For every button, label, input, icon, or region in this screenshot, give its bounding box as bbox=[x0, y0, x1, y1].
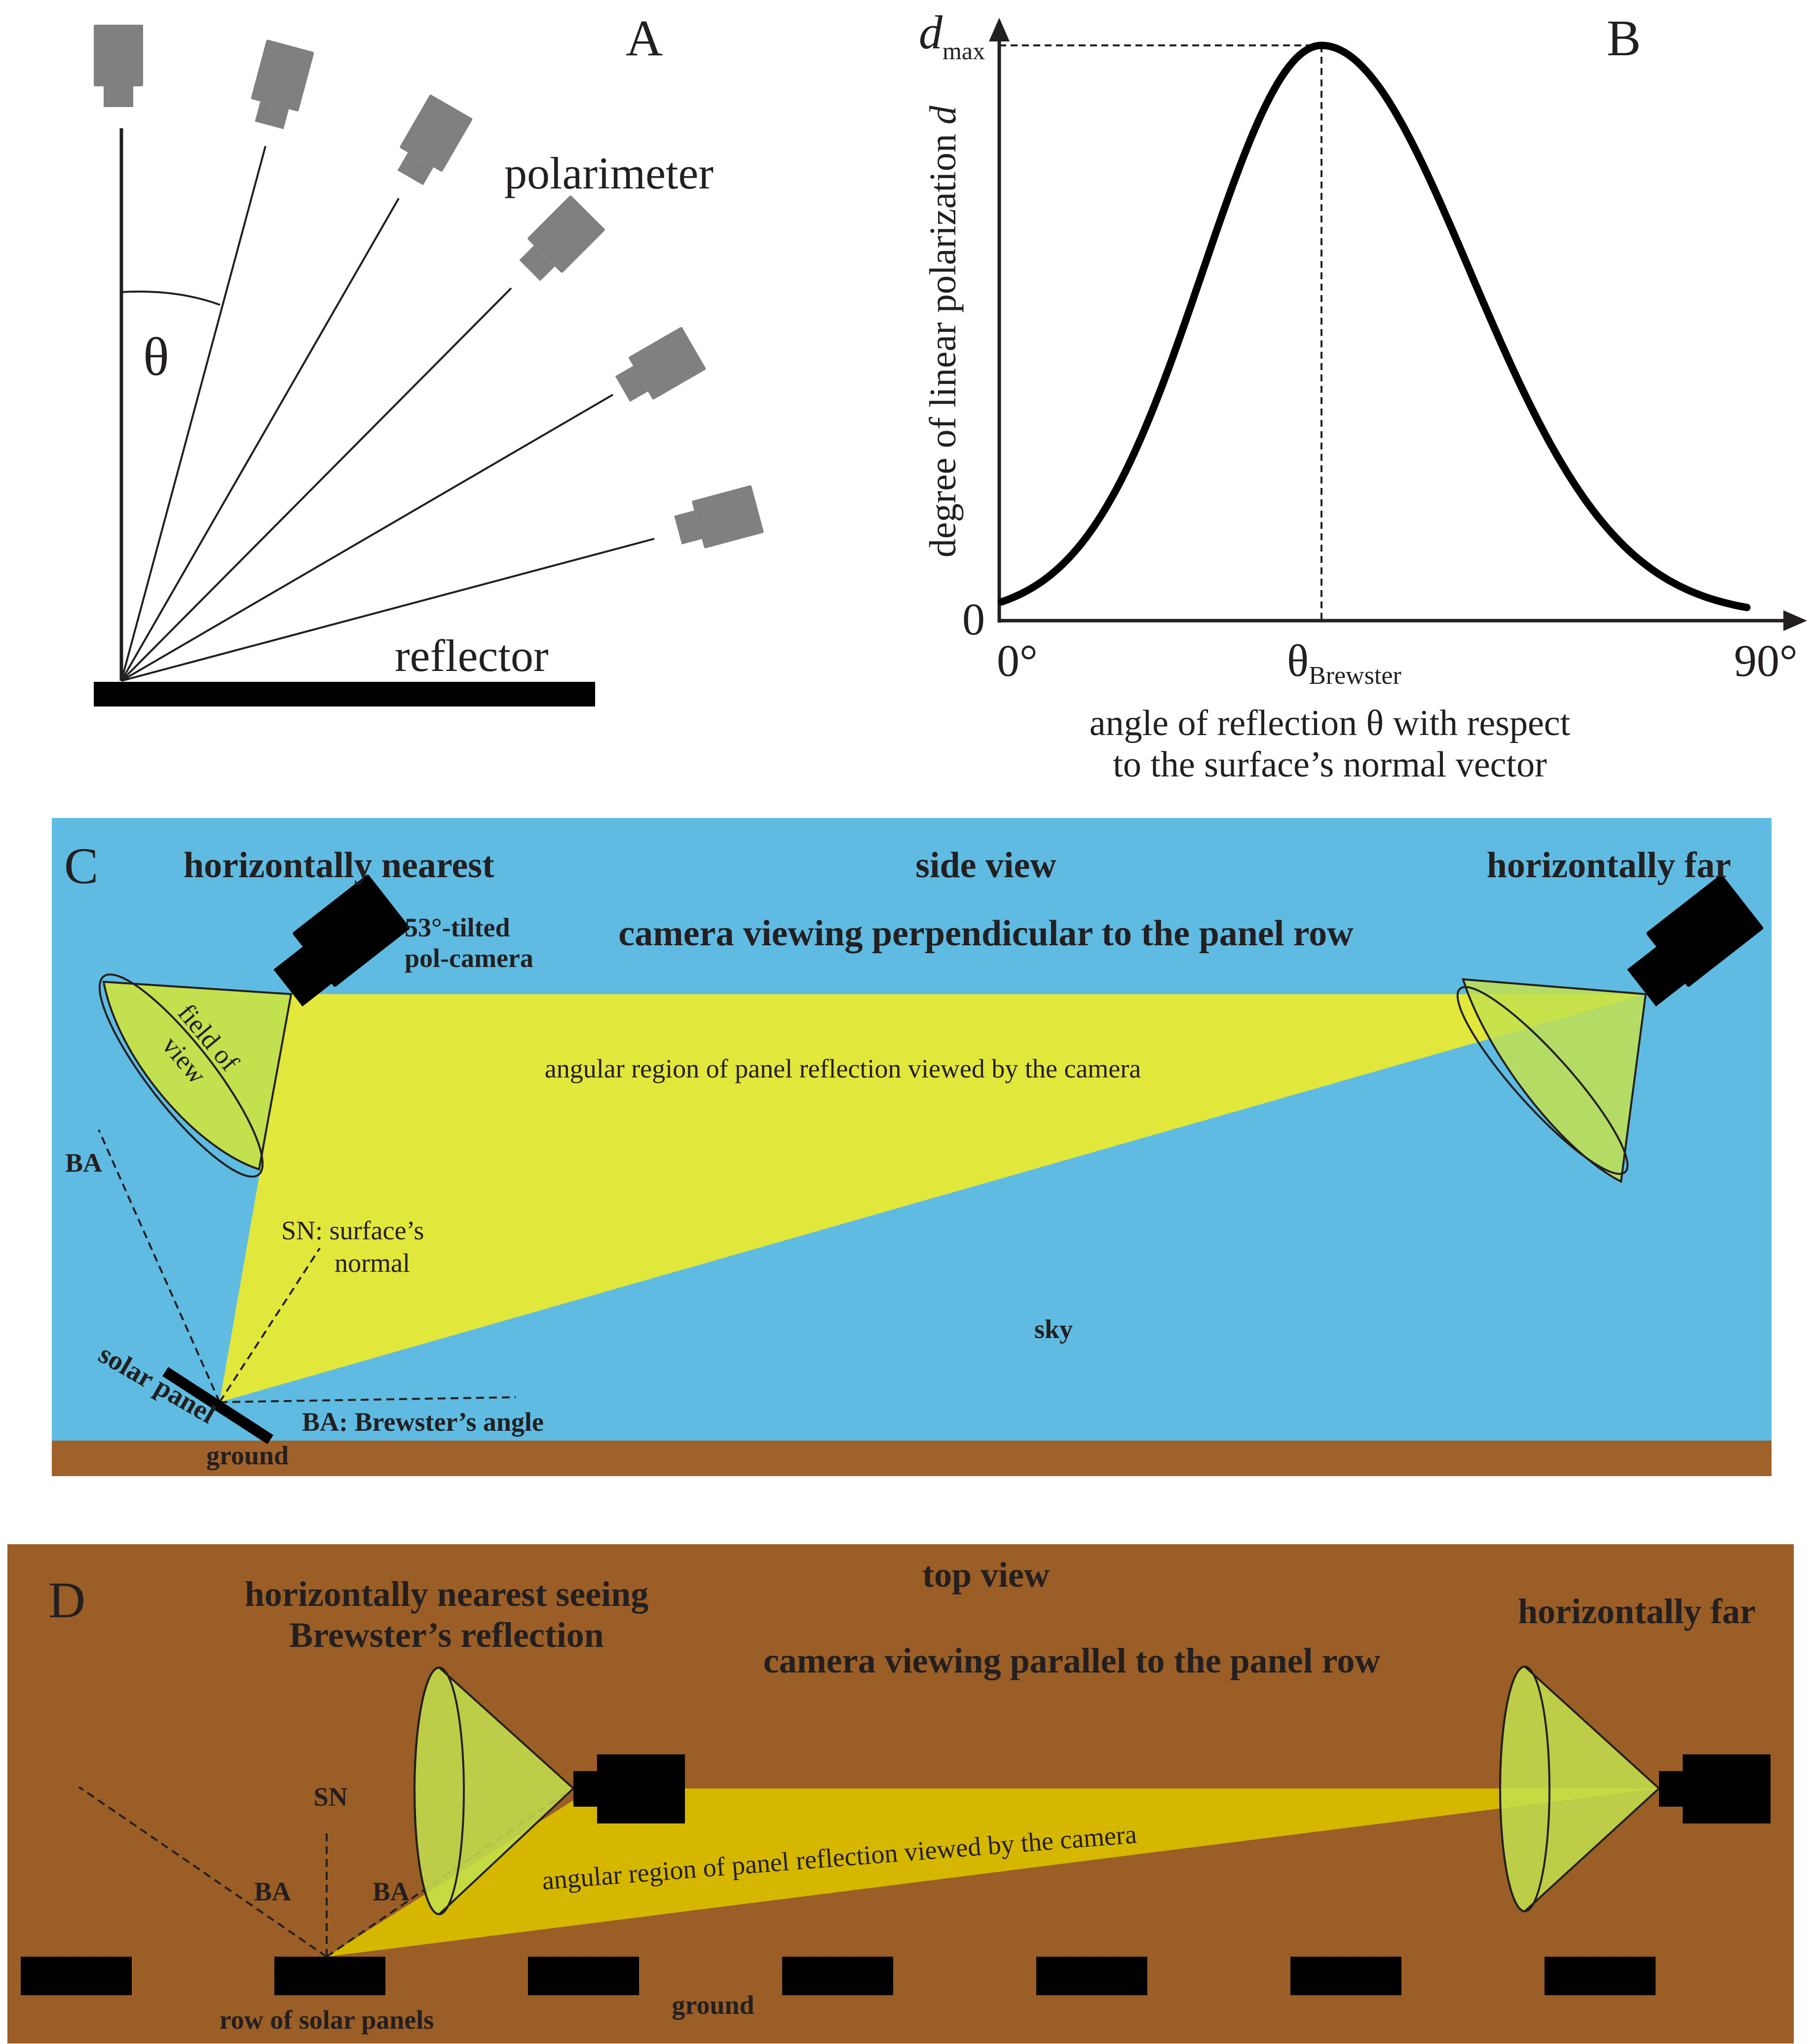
solar-panel bbox=[21, 1957, 132, 1995]
panel-a-rays bbox=[119, 128, 655, 682]
sky-label: sky bbox=[1034, 1314, 1073, 1344]
dmax-label: dmax bbox=[919, 6, 985, 65]
ba-right-label: BA bbox=[373, 1877, 410, 1906]
reflector-bar bbox=[94, 682, 595, 706]
solar-panel bbox=[1545, 1957, 1656, 1995]
sn-label-line-2: normal bbox=[335, 1248, 410, 1278]
y-axis-arrow-icon bbox=[989, 18, 1010, 41]
theta-brewster-label: θBrewster bbox=[1287, 635, 1401, 690]
near-camera-icon bbox=[273, 874, 410, 1006]
view-title: top view bbox=[922, 1555, 1050, 1595]
polarization-curve bbox=[998, 41, 1751, 611]
near-fov-cone bbox=[98, 973, 293, 1178]
panel-d-letter: D bbox=[48, 1572, 85, 1629]
polarimeter-camera-icon bbox=[397, 94, 473, 186]
solar-panel bbox=[1290, 1957, 1401, 1995]
near-title-line-2: Brewster’s reflection bbox=[289, 1615, 604, 1655]
ba-left-line bbox=[78, 1786, 328, 1958]
ray-1 bbox=[120, 146, 266, 681]
solar-panel bbox=[274, 1957, 385, 1995]
camera-label-line-1: 53°-tilted bbox=[405, 913, 510, 942]
ground-label: ground bbox=[206, 1441, 289, 1470]
sn-label: SN bbox=[313, 1782, 347, 1812]
panel-c-letter: C bbox=[64, 838, 98, 894]
theta-arc bbox=[121, 291, 221, 306]
y-axis-label: degree of linear polarization d bbox=[922, 105, 964, 557]
far-title: horizontally far bbox=[1487, 845, 1731, 886]
view-subtitle: camera viewing parallel to the panel row bbox=[763, 1641, 1380, 1680]
ground-strip bbox=[52, 1441, 1772, 1476]
polarimeter-cameras bbox=[94, 25, 764, 549]
polarimeter-camera-icon bbox=[519, 195, 605, 281]
ba-left-label: BA bbox=[254, 1877, 291, 1906]
polarimeter-camera-icon bbox=[674, 485, 764, 549]
panel-c: C horizontally nearest side view horizon… bbox=[52, 818, 1772, 1476]
far-fov-cone bbox=[1456, 978, 1647, 1184]
reflection-region bbox=[327, 1788, 1659, 1957]
x-start-label: 0° bbox=[997, 635, 1038, 686]
view-subtitle: camera viewing perpendicular to the pane… bbox=[618, 913, 1354, 954]
solar-panel-bar bbox=[162, 1367, 273, 1445]
solar-panel-row bbox=[21, 1957, 1656, 1995]
near-title: horizontally nearest bbox=[184, 845, 494, 886]
solar-panel bbox=[1036, 1957, 1147, 1995]
panel-b-letter: B bbox=[1607, 10, 1641, 67]
x-axis-label-line-2: to the surface’s normal vector bbox=[1113, 744, 1547, 785]
solar-panel bbox=[528, 1957, 639, 1995]
ba-legend: BA: Brewster’s angle bbox=[302, 1407, 544, 1437]
ray-3 bbox=[120, 287, 512, 682]
y-zero-label: 0 bbox=[962, 594, 985, 644]
sn-label-line-1: SN: surface’s bbox=[281, 1216, 424, 1245]
near-fov-cone bbox=[414, 1666, 575, 1916]
x-axis-label-line-1: angle of reflection θ with respect bbox=[1090, 703, 1571, 743]
ba-label: BA bbox=[65, 1148, 102, 1178]
panel-a-letter: A bbox=[626, 10, 663, 67]
reflector-label: reflector bbox=[395, 631, 549, 681]
camera-label-line-2: pol-camera bbox=[405, 943, 533, 973]
solar-panel bbox=[782, 1957, 893, 1995]
far-title: horizontally far bbox=[1518, 1592, 1756, 1631]
near-title-line-1: horizontally nearest seeing bbox=[245, 1574, 649, 1614]
far-camera-icon bbox=[1659, 1754, 1771, 1823]
panel-a: A bbox=[94, 10, 764, 706]
polarimeter-camera-icon bbox=[251, 39, 314, 129]
reflection-region bbox=[220, 994, 1646, 1402]
panel-d: D horizontally nearest seeing Brewster’s… bbox=[7, 1544, 1794, 2044]
ray-4 bbox=[120, 394, 614, 682]
row-label: row of solar panels bbox=[220, 2005, 434, 2035]
near-camera-icon bbox=[573, 1754, 685, 1823]
theta-label: θ bbox=[143, 327, 169, 387]
surface-normal-line bbox=[219, 1247, 321, 1403]
polarimeter-label: polarimeter bbox=[504, 148, 714, 198]
polarimeter-camera-icon bbox=[94, 25, 143, 107]
x-end-label: 90° bbox=[1734, 635, 1798, 686]
far-fov-cone bbox=[1499, 1665, 1660, 1913]
far-camera-icon bbox=[1627, 874, 1764, 1006]
view-title: side view bbox=[915, 845, 1056, 886]
ray-5 bbox=[121, 538, 655, 682]
horizontal-reference-line bbox=[219, 1396, 516, 1403]
ground-label: ground bbox=[672, 1990, 754, 2020]
region-label: angular region of panel reflection viewe… bbox=[545, 1054, 1141, 1083]
x-axis-arrow-icon bbox=[1783, 610, 1807, 631]
panel-b: B dmax degree of linear polarization d 0… bbox=[919, 6, 1807, 785]
ray-2 bbox=[120, 198, 400, 681]
brewster-angle-line bbox=[98, 1129, 221, 1403]
polarimeter-camera-icon bbox=[615, 327, 706, 402]
panel-c-guides bbox=[98, 1129, 516, 1403]
